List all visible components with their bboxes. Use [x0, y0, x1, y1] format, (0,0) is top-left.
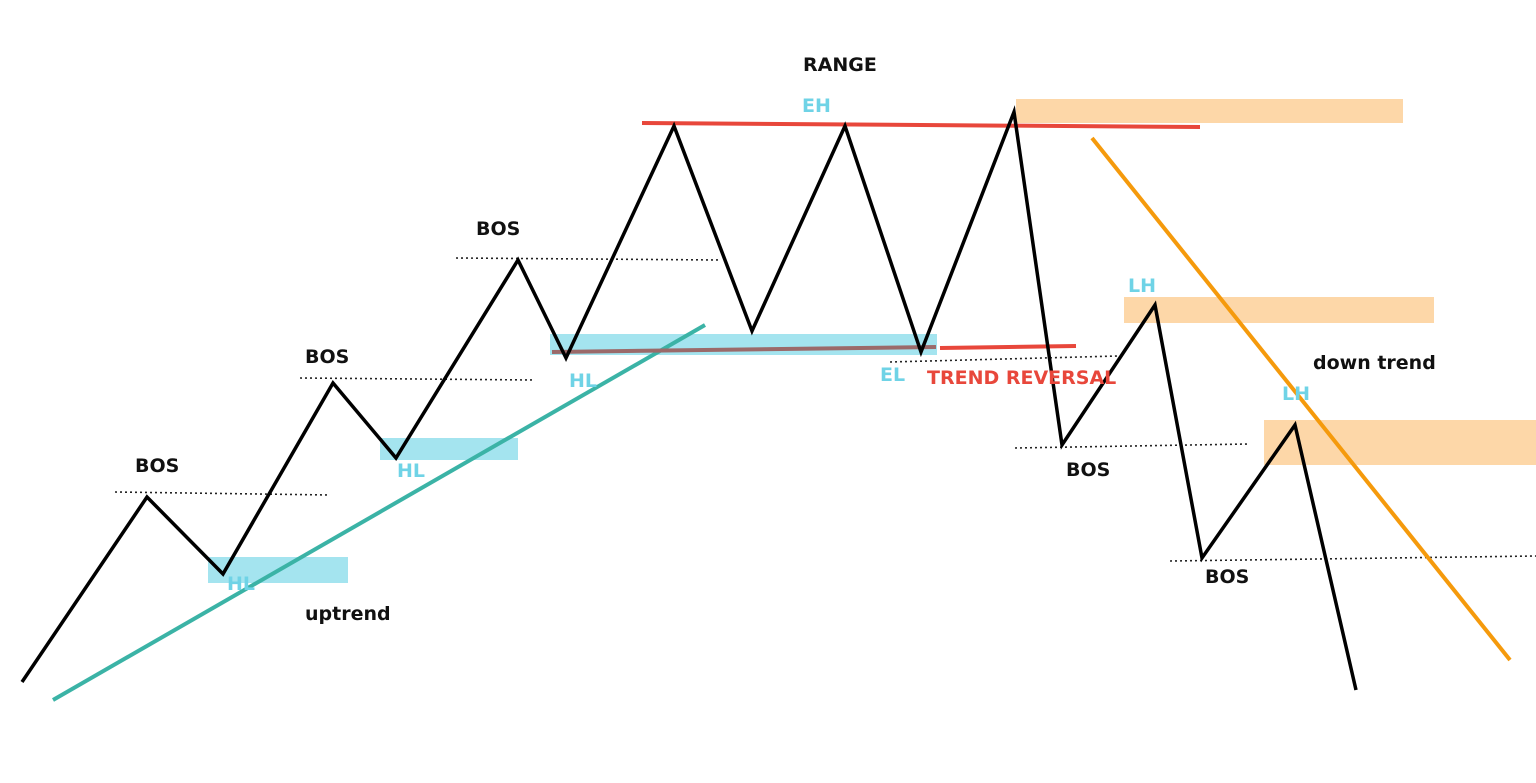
bos-line-2	[299, 377, 536, 381]
price-path	[20, 105, 1358, 691]
downtrend-line	[1090, 136, 1512, 662]
el-line	[889, 355, 1119, 363]
bos-line-5	[1169, 555, 1536, 562]
eh-label: EH	[802, 95, 831, 117]
el-label: EL	[880, 364, 905, 386]
hl-label-3: HL	[569, 370, 597, 392]
bos-label-4: BOS	[1066, 459, 1110, 481]
hl-label-1: HL	[227, 573, 255, 595]
bos-line-3	[455, 257, 721, 261]
bos-label-3: BOS	[476, 218, 520, 240]
lh-zone-low	[1264, 420, 1536, 465]
lh-zone-mid	[1124, 297, 1434, 323]
lh-zone-top	[1016, 99, 1403, 123]
hl-label-2: HL	[397, 460, 425, 482]
uptrend-label: uptrend	[305, 603, 391, 625]
lh-label-2: LH	[1282, 383, 1310, 405]
bos-label-1: BOS	[135, 455, 179, 477]
bos-line-1	[114, 491, 331, 496]
range-label: RANGE	[803, 54, 877, 76]
labels: RANGE EH BOS BOS BOS HL HL HL EL TREND R…	[135, 54, 1436, 625]
bos-label-2: BOS	[305, 346, 349, 368]
bos-line-4	[1014, 443, 1249, 449]
range-high-line	[641, 121, 1201, 129]
uptrend-line	[52, 323, 706, 702]
down-trend-label: down trend	[1313, 352, 1436, 374]
zones	[208, 99, 1536, 583]
range-support-line	[551, 345, 937, 354]
lh-label-1: LH	[1128, 275, 1156, 297]
trend-reversal-label: TREND REVERSAL	[927, 367, 1116, 389]
range-low-line	[939, 344, 1077, 350]
bos-dotted-lines	[114, 257, 1536, 562]
bos-label-5: BOS	[1205, 566, 1249, 588]
